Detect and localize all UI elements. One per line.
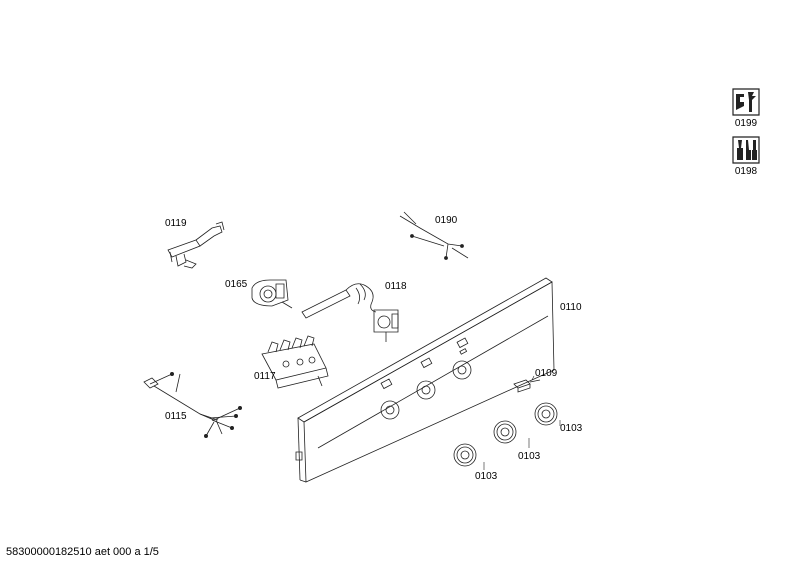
part-0110-control-panel bbox=[296, 278, 554, 482]
part-0118-thermostat bbox=[302, 284, 398, 342]
part-0103-knob-right bbox=[535, 403, 557, 425]
side-icon-label-0198: 0198 bbox=[734, 166, 758, 177]
label-part-0103-right: 0103 bbox=[560, 423, 583, 434]
label-part-0109: 0109 bbox=[535, 368, 558, 379]
part-0115-wiring-harness bbox=[144, 372, 242, 437]
part-0165-switch bbox=[252, 280, 292, 308]
part-0103-knob-middle bbox=[494, 421, 516, 443]
label-part-0103-left: 0103 bbox=[475, 471, 498, 482]
side-icon-label-0199: 0199 bbox=[734, 118, 758, 129]
part-0119-bracket bbox=[168, 222, 224, 268]
leader-lines bbox=[484, 376, 560, 470]
label-part-0119: 0119 bbox=[165, 218, 187, 229]
part-0117-terminal-block bbox=[262, 336, 328, 388]
wrench-screwdriver-icon[interactable] bbox=[732, 88, 760, 116]
label-part-0118: 0118 bbox=[385, 281, 407, 292]
tools-icon[interactable] bbox=[732, 136, 760, 164]
document-id: 58300000182510 aet 000 a 1/5 bbox=[6, 546, 159, 558]
label-part-0103-middle: 0103 bbox=[518, 451, 541, 462]
label-part-0190: 0190 bbox=[435, 215, 458, 226]
part-0103-knob-left bbox=[454, 444, 476, 466]
part-0109-lamp bbox=[514, 380, 540, 392]
label-part-0165: 0165 bbox=[225, 279, 248, 290]
label-part-0117: 0117 bbox=[254, 371, 276, 382]
part-0190-wire bbox=[400, 212, 468, 260]
label-part-0110: 0110 bbox=[560, 302, 582, 313]
label-part-0115: 0115 bbox=[165, 411, 187, 422]
